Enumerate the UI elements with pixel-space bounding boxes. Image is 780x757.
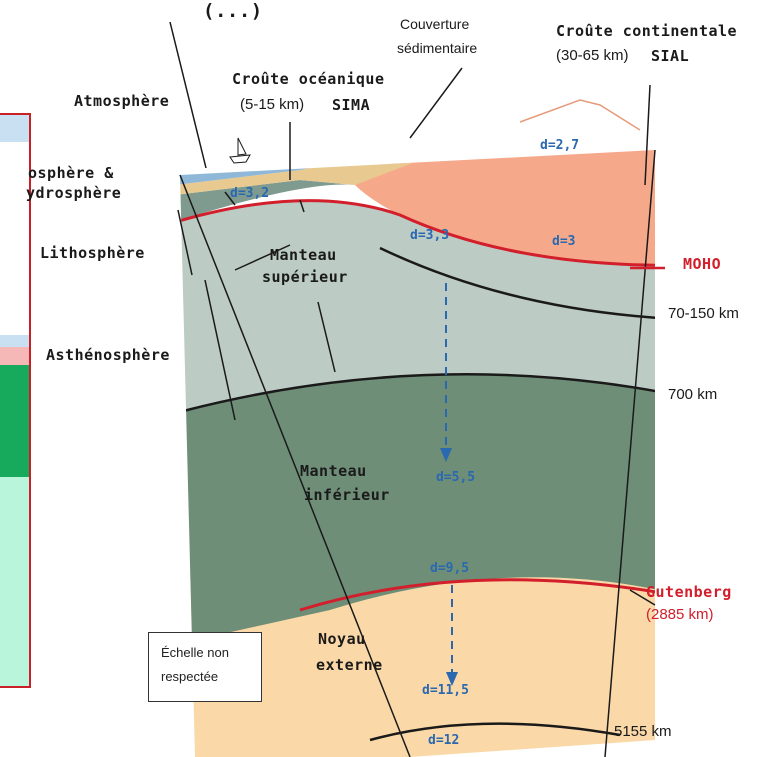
lithosphere-depth-label: 70-150 km (668, 305, 739, 322)
density-label: d=3,3 (410, 228, 449, 243)
depth-700-label: 700 km (668, 386, 717, 403)
hydrosphere-label-line2: ydrosphère (26, 184, 121, 202)
scale-note-line1: Échelle non (161, 645, 229, 660)
density-label: d=12 (428, 733, 459, 748)
sediment-label-line2: sédimentaire (397, 40, 477, 56)
gutenberg-label: Gutenberg (646, 583, 732, 601)
sailboat-icon (230, 138, 250, 163)
scale-note-line2: respectée (161, 669, 218, 684)
sediment-label-line1: Couverture (400, 16, 469, 32)
mountain-peak (520, 100, 640, 130)
scale-note-box: Échelle non respectée (148, 632, 262, 702)
upper-mantle-label-line2: supérieur (262, 268, 348, 286)
oceanic-crust-depth: (5-15 km) (240, 96, 304, 113)
continental-crust-title: Croûte continentale (556, 22, 737, 40)
moho-label: MOHO (683, 255, 721, 273)
lower-mantle-label-line1: Manteau (300, 462, 367, 480)
density-label: d=5,5 (436, 470, 475, 485)
continental-crust-type: SIAL (651, 47, 689, 65)
hydrosphere-label-line1: osphère & (28, 164, 114, 182)
density-label: d=2,7 (540, 138, 579, 153)
upper-mantle-label-line1: Manteau (270, 246, 337, 264)
density-label: d=9,5 (430, 561, 469, 576)
density-label: d=3 (552, 234, 575, 249)
outer-core-label-line1: Noyau (318, 630, 366, 648)
atmosphere-label: Atmosphère (74, 92, 169, 110)
density-label: d=11,5 (422, 683, 469, 698)
asthenosphere-label: Asthénosphère (46, 346, 170, 364)
depth-5155-label: 5155 km (614, 723, 672, 740)
continental-crust-depth: (30-65 km) (556, 47, 629, 64)
lithosphere-label: Lithosphère (40, 244, 145, 262)
oceanic-crust-type: SIMA (332, 96, 370, 114)
lower-mantle-label-line2: inférieur (304, 486, 390, 504)
title-fragment: (...) (203, 0, 263, 22)
gutenberg-depth-label: (2885 km) (646, 606, 714, 623)
outer-core-label-line2: externe (316, 656, 383, 674)
density-label: d=3,2 (230, 186, 269, 201)
oceanic-crust-title: Croûte océanique (232, 70, 385, 88)
